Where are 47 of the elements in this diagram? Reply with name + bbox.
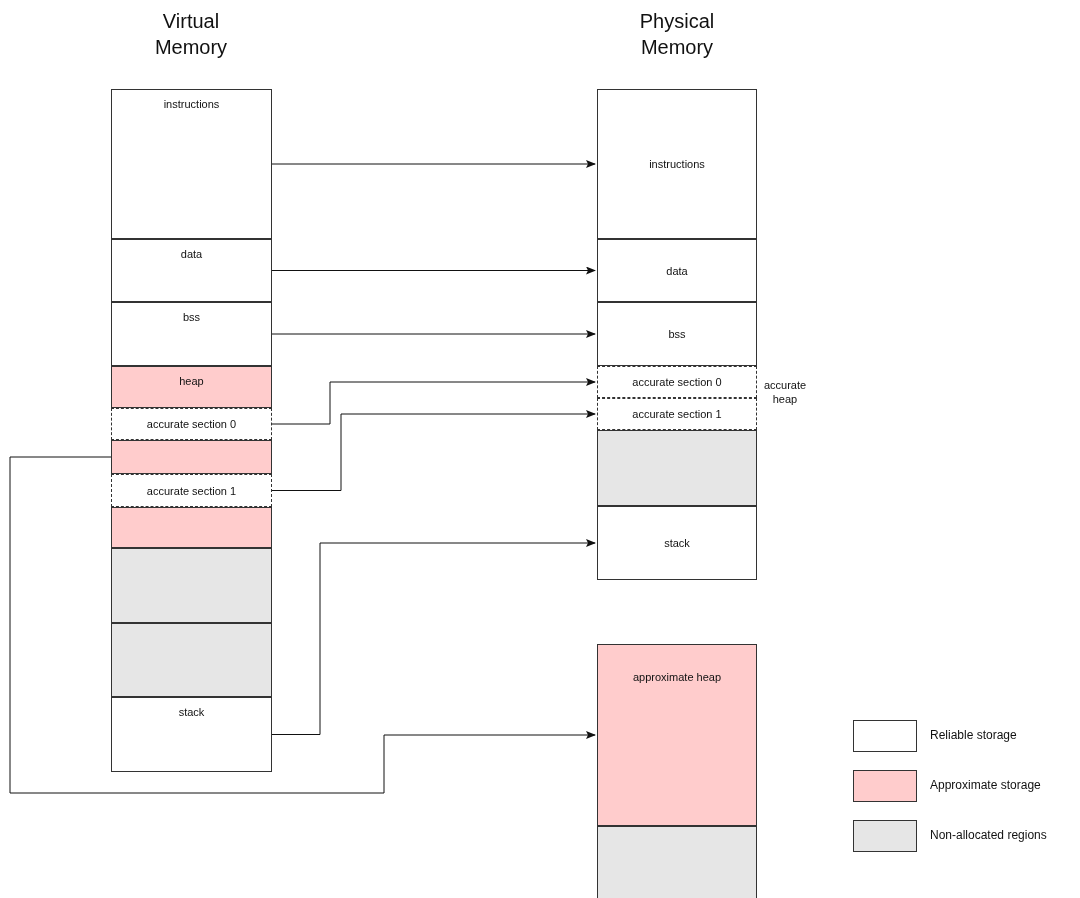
memory-block (111, 507, 272, 548)
memory-block (597, 366, 757, 398)
memory-block (111, 408, 272, 440)
memory-block (111, 623, 272, 697)
legend-label: Approximate storage (930, 778, 1041, 792)
segment-label: accurate section 0 (146, 418, 237, 430)
segment-label: stack (664, 537, 690, 549)
memory-block (597, 644, 757, 826)
memory-block (111, 440, 272, 474)
segment-label: accurate section 1 (632, 408, 722, 420)
memory-block (111, 548, 272, 623)
memory-block (111, 697, 272, 772)
memory-block (111, 89, 272, 239)
column-heading: Physical Memory (638, 9, 716, 60)
arrow (271, 410, 596, 491)
memory-block (597, 430, 757, 506)
memory-block (111, 366, 272, 408)
memory-block (597, 506, 757, 580)
segment-label: instructions (163, 98, 220, 110)
legend-label: Non-allocated regions (930, 828, 1047, 842)
memory-block (111, 474, 272, 507)
segment-label: heap (179, 375, 204, 387)
arrow (271, 330, 596, 338)
column-heading: Virtual Memory (153, 9, 229, 60)
legend-label: Reliable storage (930, 728, 1017, 742)
segment-label: bss (668, 328, 686, 340)
segment-label: approximate heap (632, 671, 722, 683)
arrow (9, 456, 596, 794)
memory-block (597, 398, 757, 430)
arrow (271, 160, 596, 168)
segment-label: accurate section 1 (146, 484, 237, 497)
arrow (271, 378, 596, 425)
memory-block (597, 239, 757, 302)
group-label: accurate heap (762, 378, 808, 407)
memory-block (597, 826, 757, 898)
segment-label: data (180, 248, 203, 260)
memory-block (597, 89, 757, 239)
memory-block (111, 302, 272, 366)
memory-block (597, 302, 757, 366)
segment-label: data (666, 264, 688, 277)
arrow (271, 539, 596, 735)
segment-label: stack (178, 706, 205, 718)
segment-label: bss (182, 311, 201, 323)
segment-label: accurate section 0 (632, 376, 722, 388)
segment-label: instructions (649, 158, 705, 170)
arrow (271, 266, 596, 275)
memory-block (111, 239, 272, 302)
